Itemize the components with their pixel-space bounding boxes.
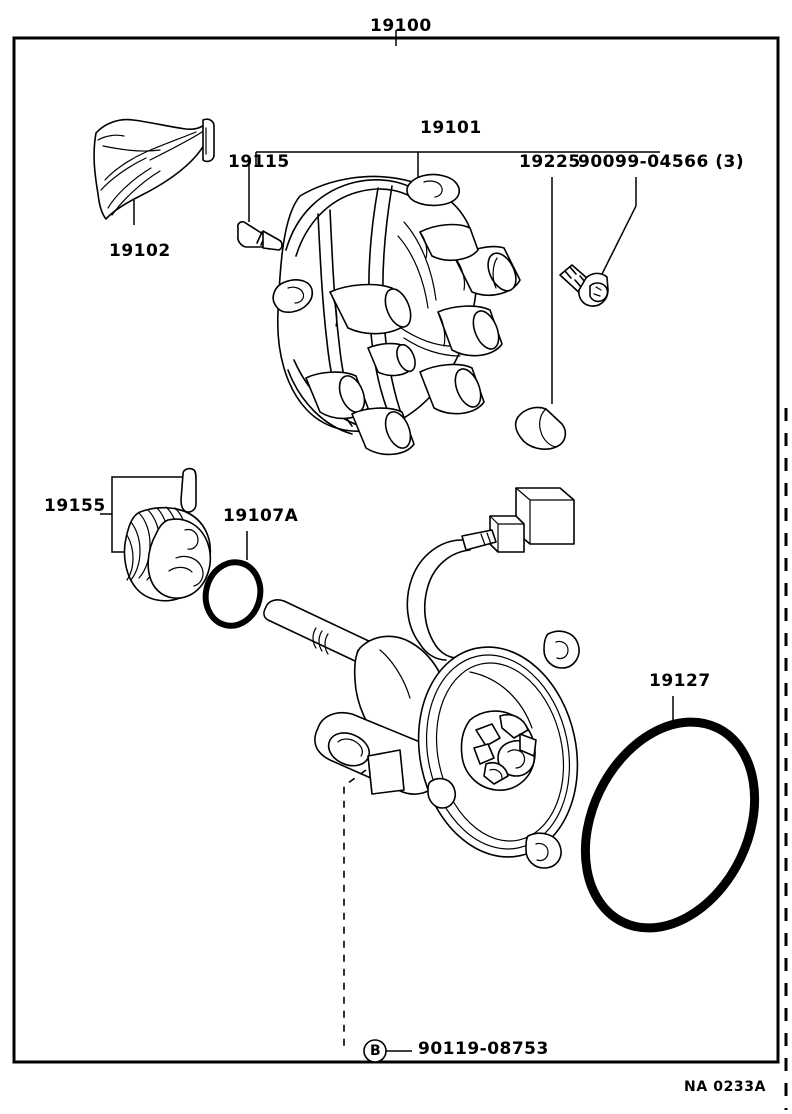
part-90099-bolt (559, 177, 637, 307)
callout-19101: 19101 (420, 118, 482, 138)
callout-90099-04566: 90099-04566 (3) (578, 152, 745, 172)
part-19101-distributor-cap (255, 151, 660, 456)
part-19127-oring (580, 696, 760, 933)
part-19115-screw (237, 157, 283, 251)
callout-19155: 19155 (44, 496, 106, 516)
leader-19100 (14, 30, 778, 46)
sheet-code: NA 0233A (684, 1079, 767, 1095)
part-19102-rotor (93, 118, 215, 225)
part-19225-boot (514, 177, 567, 450)
callout-19102: 19102 (109, 241, 171, 261)
part-distributor-housing (263, 487, 580, 1050)
bolt-marker-letter: B (370, 1043, 382, 1059)
callout-19115: 19115 (228, 152, 290, 172)
callout-90119-08753: 90119-08753 (418, 1039, 549, 1059)
part-19155-gear-and-pin (100, 467, 212, 602)
part-19107A-oring (202, 531, 264, 629)
callout-19127: 19127 (649, 671, 711, 691)
part-90119-bolt-marker (363, 1039, 412, 1063)
callout-19225: 19225 (519, 152, 581, 172)
callout-19100: 19100 (370, 16, 432, 36)
callout-19107A: 19107A (223, 506, 299, 526)
